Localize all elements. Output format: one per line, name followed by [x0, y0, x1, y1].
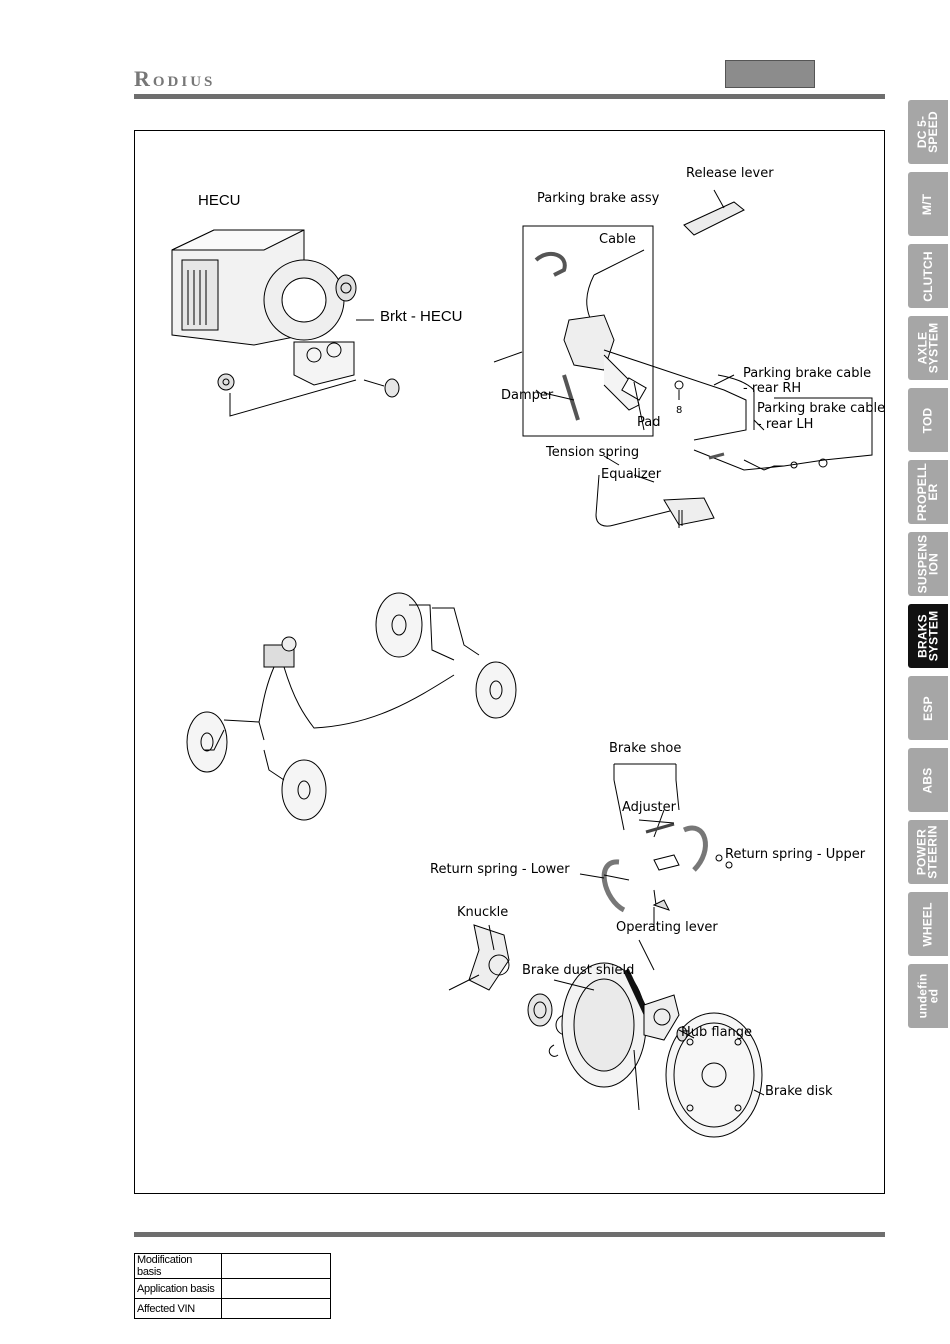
brand-logo: Rodius: [134, 66, 216, 91]
release-lever-illustration: [683, 189, 745, 236]
tab-label: POWER STEERIN: [915, 825, 941, 879]
tab-brakes-system[interactable]: BRAKS SYSTEM: [908, 604, 948, 668]
label-bolt-size: 8: [676, 405, 682, 416]
modification-basis-label: Modification basis: [134, 1253, 222, 1279]
tab-label: ABS: [920, 767, 935, 793]
label-return-spring-lower: Return spring - Lower: [430, 862, 570, 877]
label-hecu: HECU: [198, 192, 241, 209]
tab-label: WHEEL: [920, 901, 935, 947]
label-tension-spring: Tension spring: [545, 445, 639, 460]
table-row: Application basis: [134, 1278, 331, 1299]
header-section-box: [725, 60, 815, 88]
label-pb-cable-lh-2: - rear LH: [757, 417, 813, 432]
tab-suspension[interactable]: SUSPENS ION: [908, 532, 948, 596]
table-row: Affected VIN: [134, 1298, 331, 1319]
affected-vin-value: [221, 1298, 331, 1319]
brake-system-exploded-diagram: HECU Brkt - HECU Release lever Parking b…: [171, 166, 885, 1138]
label-equalizer: Equalizer: [601, 467, 662, 482]
label-adjuster: Adjuster: [622, 800, 677, 815]
hecu-unit-illustration: [171, 229, 400, 417]
tab-abs[interactable]: ABS: [908, 748, 948, 812]
tab-label: AXLE SYSTEM: [915, 322, 941, 374]
tab-dc5-speed[interactable]: DC 5- SPEED: [908, 100, 948, 164]
brake-lines-layout-illustration: [186, 592, 517, 821]
tab-label: M/T: [920, 193, 935, 215]
label-release-lever: Release lever: [686, 166, 774, 181]
parking-brake-cables-illustration: [595, 349, 873, 528]
label-pb-cable-lh-1: Parking brake cable: [757, 401, 885, 416]
tab-label: CLUTCH: [920, 250, 935, 302]
label-brake-disk: Brake disk: [765, 1084, 833, 1099]
label-operating-lever: Operating lever: [616, 920, 718, 935]
tab-label: ESP: [920, 695, 935, 721]
tab-label: DC 5- SPEED: [915, 111, 940, 153]
tab-label: PROPELL ER: [915, 462, 941, 522]
tab-undefined[interactable]: undefin ed: [908, 964, 948, 1028]
tab-clutch[interactable]: CLUTCH: [908, 244, 948, 308]
tab-wheel[interactable]: WHEEL: [908, 892, 948, 956]
label-pad: Pad: [637, 415, 660, 430]
modification-table: Modification basis Application basis Aff…: [134, 1253, 331, 1319]
modification-basis-value: [221, 1253, 331, 1279]
footer-divider: [134, 1232, 885, 1237]
application-basis-label: Application basis: [134, 1278, 222, 1299]
tab-propeller[interactable]: PROPELL ER: [908, 460, 948, 524]
label-knuckle: Knuckle: [457, 905, 508, 920]
leader-lines: [488, 374, 765, 1096]
label-damper: Damper: [501, 388, 554, 403]
figure-frame: [134, 130, 885, 1194]
tab-power-steering[interactable]: POWER STEERIN: [908, 820, 948, 884]
label-pb-cable-rh-1: Parking brake cable: [743, 366, 871, 381]
label-pb-cable-rh-2: - rear RH: [743, 381, 801, 396]
label-return-spring-upper: Return spring - Upper: [725, 847, 866, 862]
label-brake-shoe: Brake shoe: [609, 741, 681, 756]
tab-mt[interactable]: M/T: [908, 172, 948, 236]
header-divider: [134, 94, 885, 99]
tab-label: BRAKS SYSTEM: [915, 610, 941, 662]
parking-brake-assy-illustration: [493, 225, 684, 437]
tab-esp[interactable]: ESP: [908, 676, 948, 740]
label-parking-brake-assy: Parking brake assy: [537, 191, 660, 206]
table-row: Modification basis: [134, 1253, 331, 1279]
tab-label: SUSPENS ION: [915, 534, 941, 594]
application-basis-value: [221, 1278, 331, 1299]
label-brake-dust-shield: Brake dust shield: [522, 963, 634, 978]
rear-brake-exploded-illustration: [448, 763, 763, 1138]
tab-tod[interactable]: TOD: [908, 388, 948, 452]
diagram-labels: HECU Brkt - HECU Release lever Parking b…: [198, 166, 885, 1099]
label-hub-flange: Hub flange: [681, 1025, 752, 1040]
tab-label: undefin ed: [915, 973, 941, 1019]
label-cable: Cable: [599, 232, 636, 247]
label-brkt-hecu: Brkt - HECU: [380, 308, 463, 325]
tab-label: TOD: [920, 407, 935, 433]
affected-vin-label: Affected VIN: [134, 1298, 222, 1319]
tab-axle-system[interactable]: AXLE SYSTEM: [908, 316, 948, 380]
